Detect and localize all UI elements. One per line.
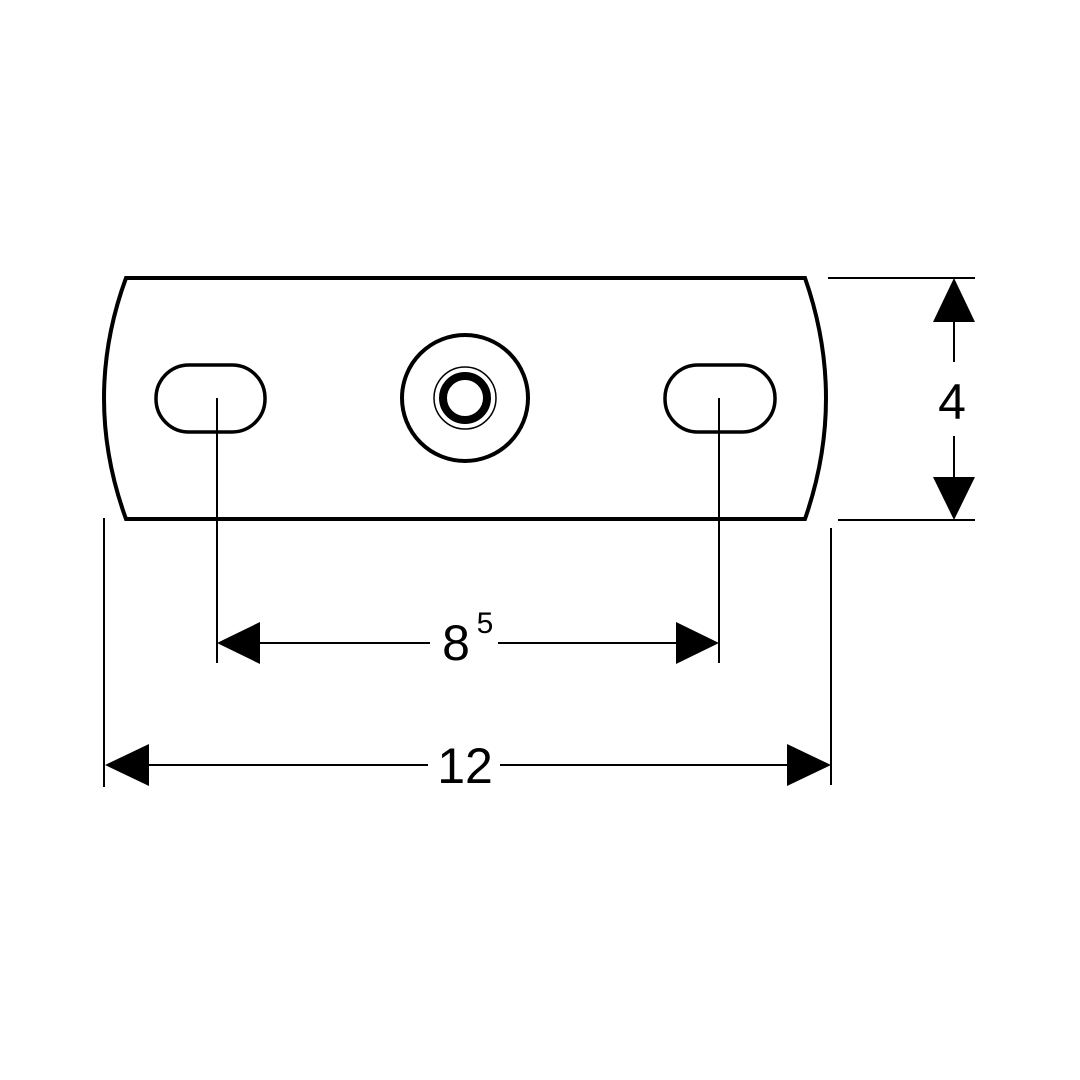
arrowhead-left-icon [105, 744, 149, 786]
left-slot [154, 363, 267, 434]
center-boss-ring [433, 366, 497, 430]
center-hole [439, 372, 491, 424]
plate-outline [102, 276, 828, 521]
slot-spacing-label: 8 [442, 615, 470, 671]
center-boss-outer [400, 333, 530, 463]
arrowhead-down-icon [933, 477, 975, 520]
slot-spacing-superscript: 5 [477, 607, 494, 640]
arrowhead-right-icon [676, 622, 719, 664]
arrowhead-up-icon [933, 278, 975, 322]
arrowhead-left-icon [217, 622, 260, 664]
overall-width-label: 12 [437, 738, 493, 794]
arrowhead-right-icon [787, 744, 831, 786]
height-label: 4 [938, 374, 966, 430]
